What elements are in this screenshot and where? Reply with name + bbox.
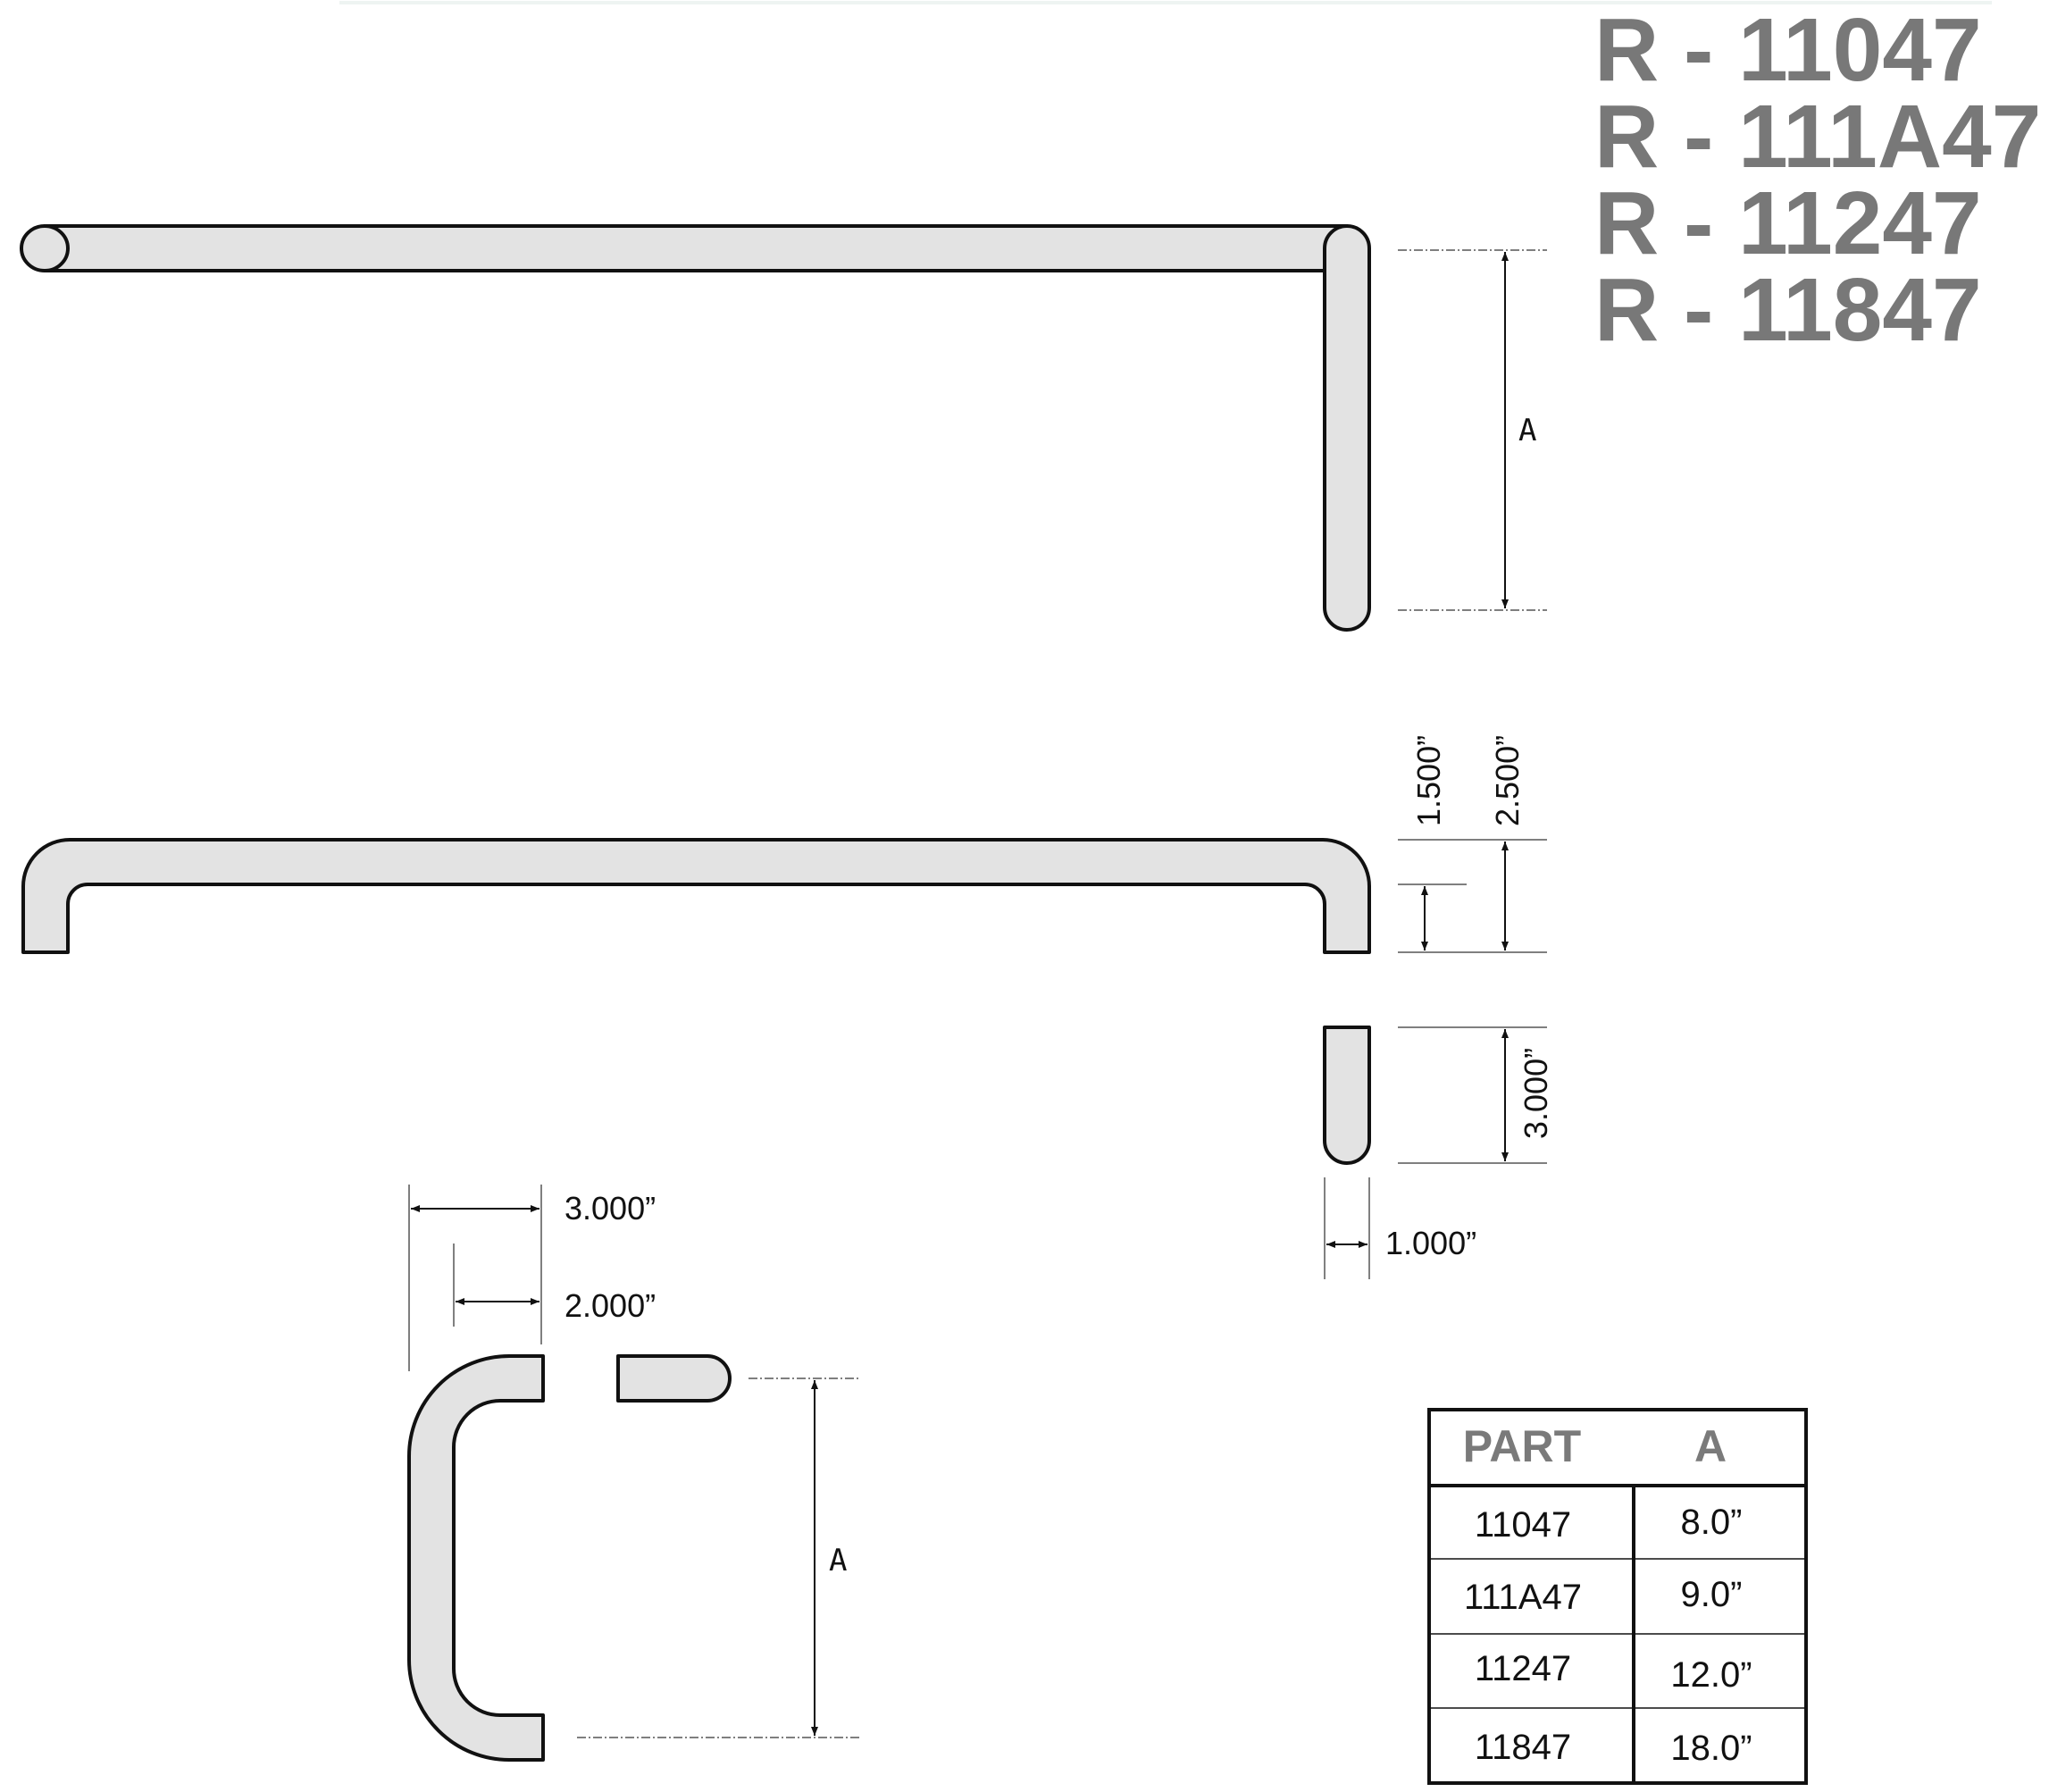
dim-1000-label: 1.000”	[1385, 1225, 1476, 1261]
dim-2000-label: 2.000”	[565, 1287, 656, 1324]
front-view: 1.500” 2.500”	[21, 735, 1547, 954]
table-header-a: A	[1694, 1421, 1727, 1471]
top-view-bar-end	[20, 224, 70, 272]
dim-a-bottom-label: A	[829, 1543, 847, 1578]
dim-1500-label: 1.500”	[1410, 735, 1447, 826]
table-cell-part-4: 11847	[1475, 1728, 1571, 1767]
top-view-horizontal-bar	[43, 224, 1349, 272]
dim-3000-horizontal-label: 3.000”	[565, 1190, 656, 1227]
part-title-4: R - 11847	[1594, 260, 1982, 360]
top-view: A	[20, 224, 1547, 632]
table-cell-a-4: 18.0”	[1670, 1729, 1752, 1768]
leg-section-view: 3.000” 1.000”	[1323, 1026, 1554, 1279]
part-title-1: R - 11047	[1594, 0, 1982, 100]
table-cell-a-1: 8.0”	[1681, 1503, 1743, 1542]
dim-a-top-label: A	[1518, 413, 1536, 448]
table-cell-part-1: 11047	[1475, 1505, 1571, 1545]
dim-3000-vertical-label: 3.000”	[1518, 1048, 1554, 1139]
table-cell-part-3: 11247	[1475, 1649, 1571, 1688]
dimension-table: PART A 11047 8.0” 111A47 9.0” 11247 12.0…	[1427, 1408, 1808, 1785]
part-number-titles: R - 11047 R - 111A47 R - 11247 R - 11847	[1594, 0, 2041, 360]
dim-2500-label: 2.500”	[1489, 735, 1526, 826]
part-title-3: R - 11247	[1594, 173, 1982, 273]
part-title-2: R - 111A47	[1594, 87, 2041, 187]
table-cell-a-3: 12.0”	[1670, 1655, 1752, 1695]
side-view-leg-end	[616, 1354, 732, 1403]
table-cell-part-2: 111A47	[1464, 1578, 1582, 1617]
leg-section	[1323, 1026, 1371, 1165]
table-header-part: PART	[1463, 1421, 1581, 1471]
top-view-vertical-leg	[1323, 224, 1371, 632]
table-cell-a-2: 9.0”	[1681, 1575, 1743, 1614]
front-view-handle	[21, 838, 1371, 954]
table-border	[1427, 1408, 1808, 1785]
side-view-c-handle	[407, 1354, 545, 1762]
side-view: 3.000” 2.000” A	[407, 1185, 859, 1762]
